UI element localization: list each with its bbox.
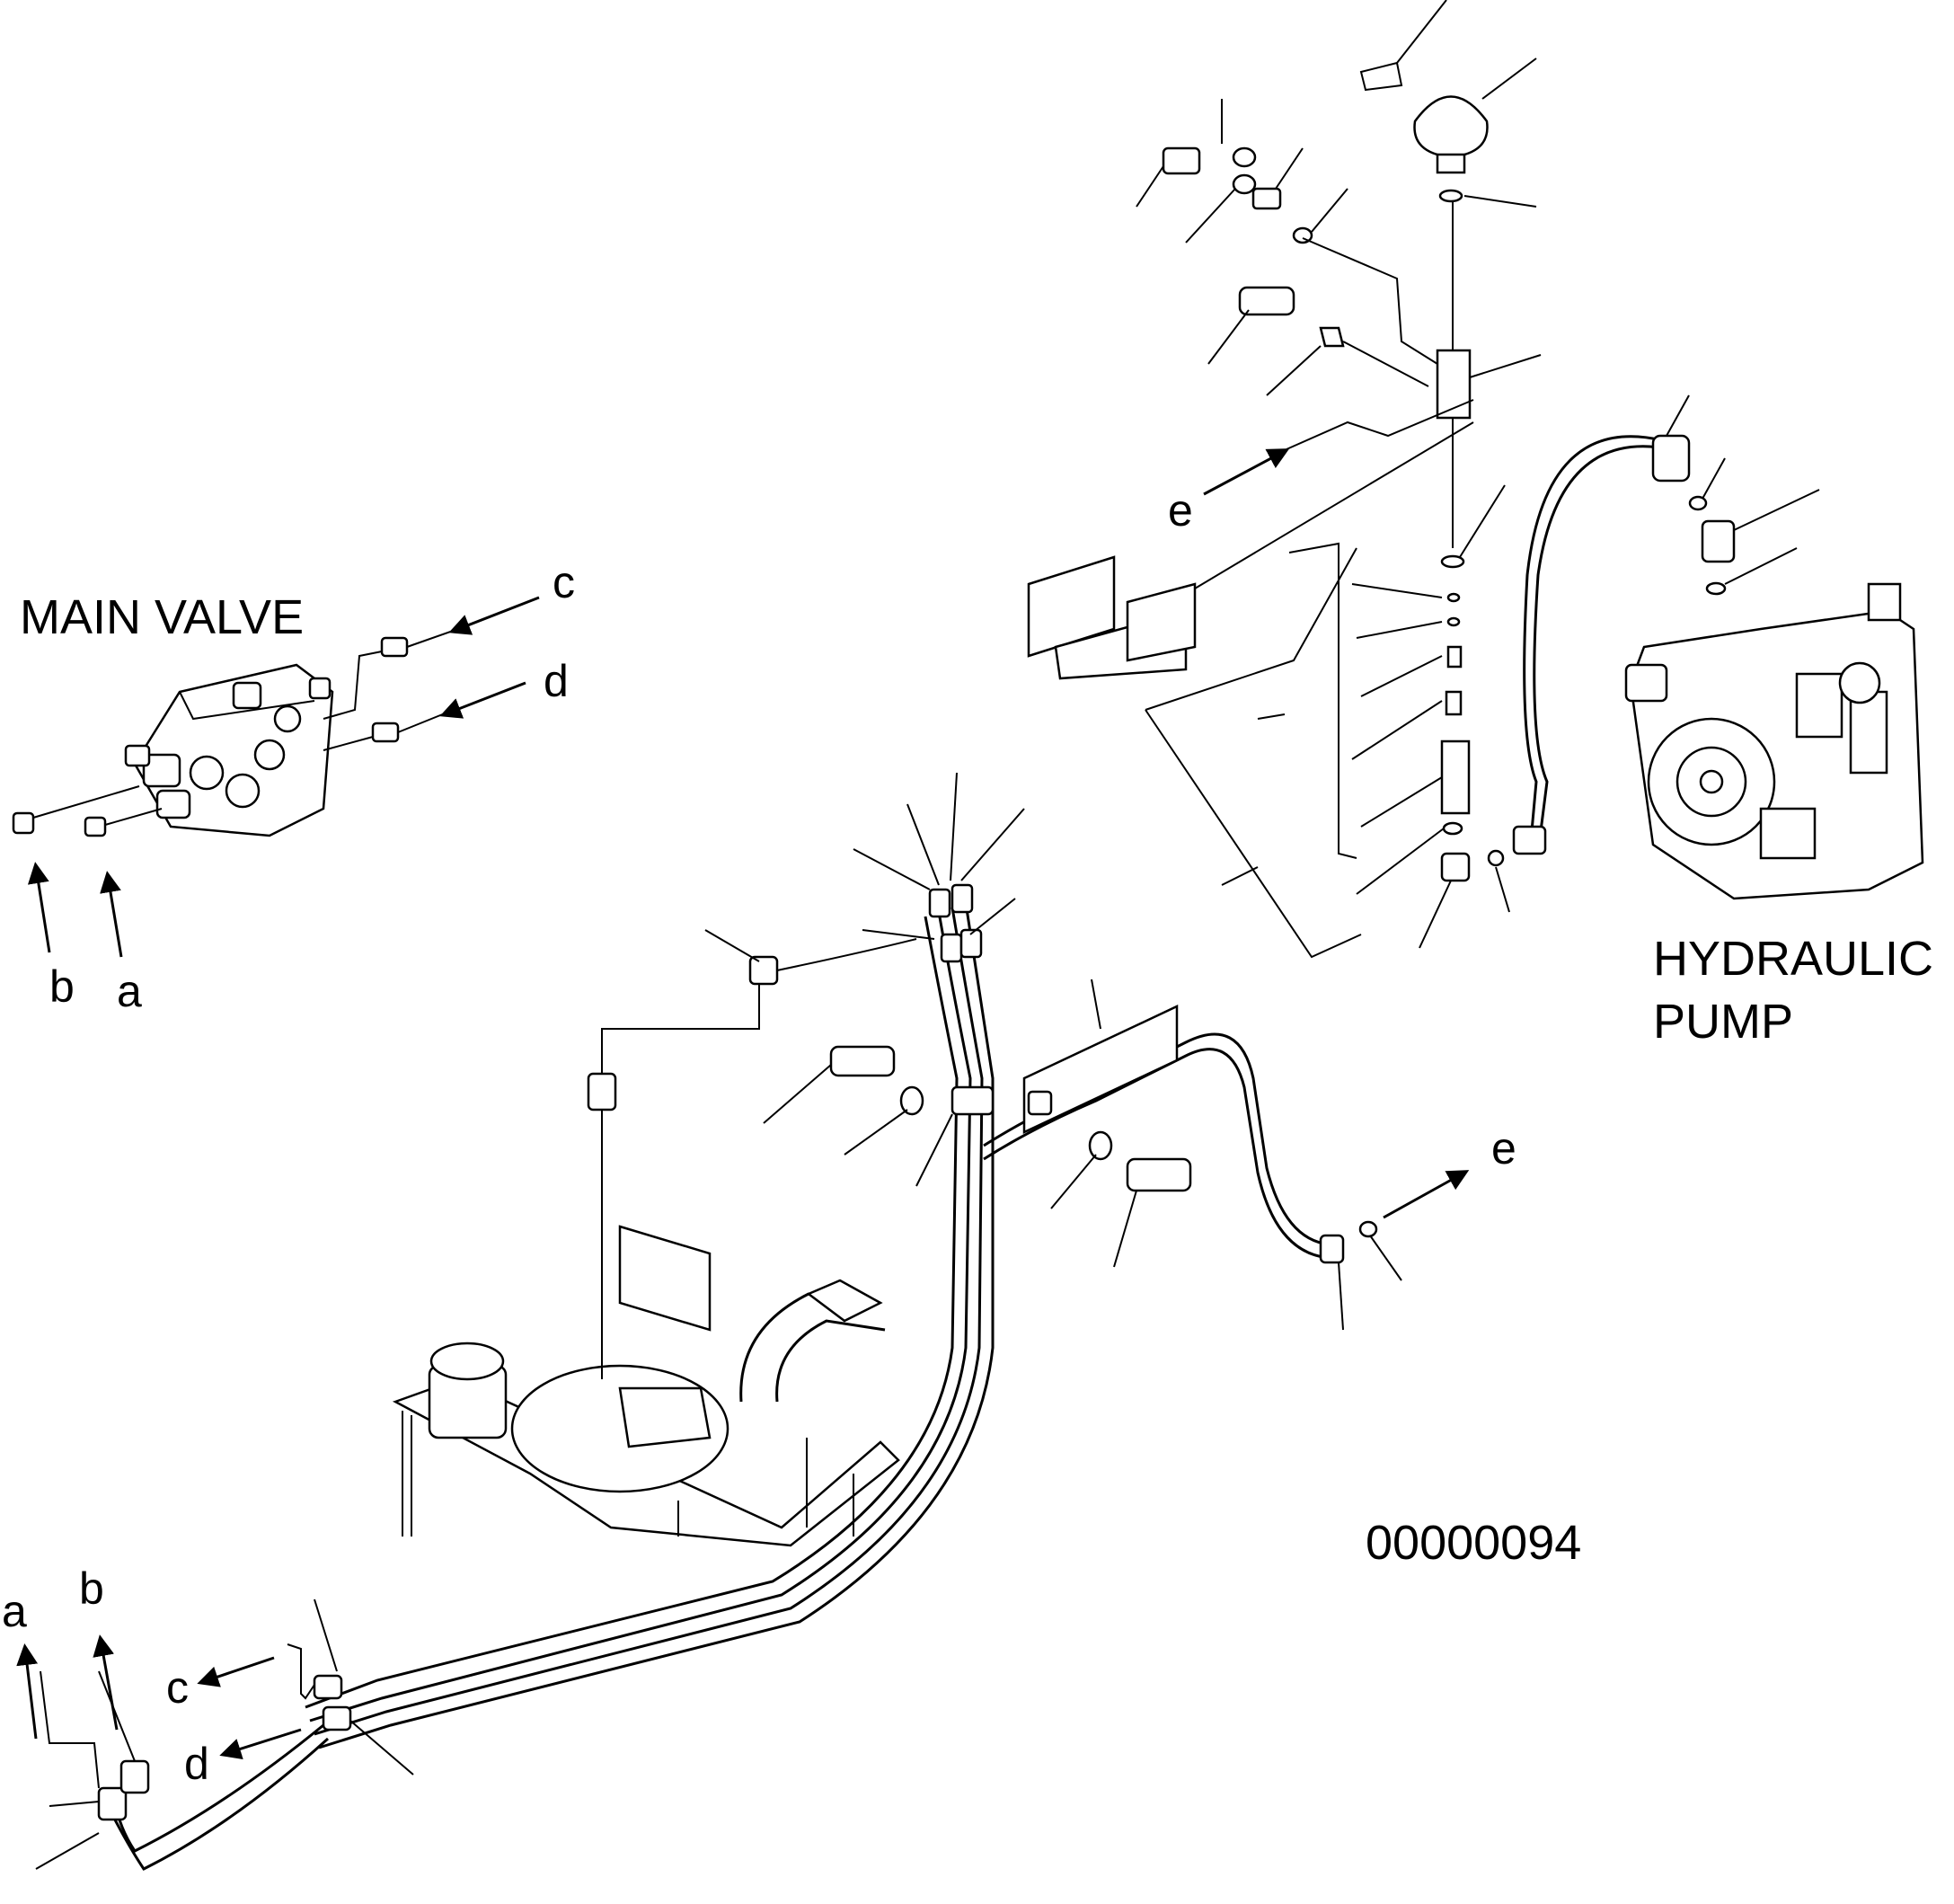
center-bolt-washer — [763, 1045, 1192, 1268]
letter-b-main-valve: b — [49, 961, 75, 1012]
hydraulic-pump-assembly — [1624, 582, 1924, 900]
arrow-c-main-valve — [448, 596, 540, 635]
arrow-b-bottom — [93, 1634, 119, 1731]
arrow-c-bottom — [197, 1656, 275, 1687]
hydraulic-pump-label-line2: PUMP — [1653, 995, 1793, 1049]
letter-a-main-valve: a — [117, 966, 142, 1016]
mounting-bracket — [1027, 421, 1474, 680]
letter-e-lower: e — [1491, 1123, 1516, 1173]
hydraulic-tank — [392, 1225, 900, 1547]
main-valve-assembly — [124, 663, 334, 837]
hydraulic-pump-label-line1: HYDRAULIC — [1653, 932, 1933, 986]
valve-fittings-cluster — [1136, 99, 1438, 396]
pump-hose — [1523, 435, 1663, 832]
letter-c-bottom: c — [166, 1662, 189, 1713]
letter-e-upper: e — [1168, 485, 1193, 536]
arrow-b-main-valve — [27, 862, 51, 953]
arrow-d-main-valve — [439, 681, 526, 719]
arrow-a-main-valve — [100, 871, 123, 958]
hose-bundle — [305, 772, 1025, 1749]
letter-c-main-valve: c — [553, 557, 575, 607]
main-valve-label: MAIN VALVE — [20, 590, 304, 644]
letter-d-main-valve: d — [544, 656, 569, 706]
accumulator-assembly — [1359, 0, 1542, 569]
drawing-number: 00000094 — [1366, 1516, 1581, 1570]
letter-d-bottom: d — [184, 1739, 209, 1789]
arrow-e-upper — [1203, 448, 1290, 496]
arrow-d-bottom — [219, 1728, 302, 1759]
bottom-left-fittings — [35, 1598, 414, 1871]
arrow-a-bottom — [16, 1643, 39, 1740]
exploded-valve-parts — [1145, 542, 1510, 959]
arrow-e-lower — [1383, 1170, 1470, 1219]
main-valve-port-lines — [12, 628, 459, 837]
letter-a-bottom: a — [2, 1586, 27, 1636]
letter-b-bottom: b — [79, 1563, 104, 1614]
right-branch-hose — [983, 979, 1402, 1331]
